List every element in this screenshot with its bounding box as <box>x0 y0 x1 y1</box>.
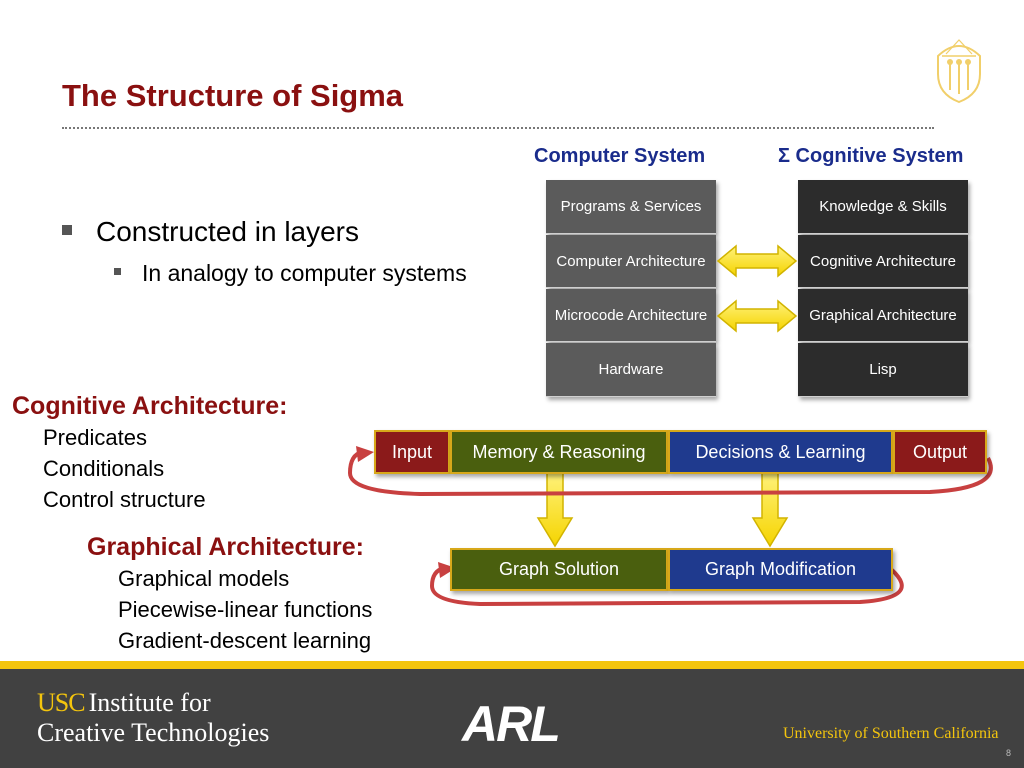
pipeline-input: Input <box>374 430 450 474</box>
ict-line1-text: Institute for <box>88 688 211 717</box>
feedback-loop-icon <box>429 562 904 607</box>
pipeline-output: Output <box>893 430 987 474</box>
cg-layer-knowledge: Knowledge & Skills <box>798 180 968 234</box>
graphical-architecture-item: Graphical models <box>118 566 290 591</box>
bullet-level2-text: In analogy to computer systems <box>142 260 467 286</box>
pipeline-decisions-learning: Decisions & Learning <box>668 430 893 474</box>
footer-bar <box>0 669 1024 768</box>
title-divider <box>62 127 934 129</box>
cg-layer-lisp: Lisp <box>798 343 968 397</box>
pipeline-memory-reasoning: Memory & Reasoning <box>450 430 668 474</box>
graphical-architecture-item: Gradient-descent learning <box>118 628 372 653</box>
bullet-square-icon <box>62 224 72 235</box>
graphical-architecture-heading: Graphical Architecture: <box>87 533 364 561</box>
slide-title: The Structure of Sigma <box>62 78 404 113</box>
computer-system-heading: Computer System <box>534 145 706 167</box>
cognitive-architecture-heading: Cognitive Architecture: <box>12 392 288 420</box>
pipeline-graph-modification: Graph Modification <box>668 548 893 591</box>
page-number: 8 <box>1006 748 1012 758</box>
usc-wordmark: University of Southern California <box>783 725 999 742</box>
cs-layer-hardware: Hardware <box>546 343 716 397</box>
double-arrow-icon <box>716 244 798 278</box>
bullet-square-icon <box>114 268 121 276</box>
cs-layer-programs: Programs & Services <box>546 180 716 234</box>
bullet-level1: Constructed in layers <box>62 216 359 248</box>
down-arrow-icon <box>536 472 574 548</box>
cognitive-system-heading: Σ Cognitive System <box>778 145 964 167</box>
cs-layer-microcode: Microcode Architecture <box>546 289 716 342</box>
double-arrow-icon <box>716 299 798 333</box>
ict-usc-text: USC <box>37 688 86 717</box>
footer-accent-stripe <box>0 661 1024 669</box>
down-arrow-icon <box>751 472 789 548</box>
bullet-level2: In analogy to computer systems <box>114 260 467 287</box>
cg-layer-cognitive-architecture: Cognitive Architecture <box>798 235 968 288</box>
cg-layer-graphical-architecture: Graphical Architecture <box>798 289 968 342</box>
pipeline-graph-solution: Graph Solution <box>450 548 668 591</box>
usc-seal-icon <box>937 39 981 104</box>
arl-logo: ARL <box>462 696 561 752</box>
bullet-level1-text: Constructed in layers <box>96 216 360 247</box>
cs-layer-computer-architecture: Computer Architecture <box>546 235 716 288</box>
cognitive-architecture-item: Predicates <box>43 425 147 450</box>
cognitive-architecture-item: Conditionals <box>43 456 165 481</box>
graphical-architecture-item: Piecewise-linear functions <box>118 597 373 622</box>
diagram-connectors <box>347 244 993 607</box>
feedback-loop-icon <box>347 446 993 497</box>
cognitive-architecture-item: Control structure <box>43 487 206 512</box>
ict-logo-line2: Creative Technologies <box>37 718 270 747</box>
